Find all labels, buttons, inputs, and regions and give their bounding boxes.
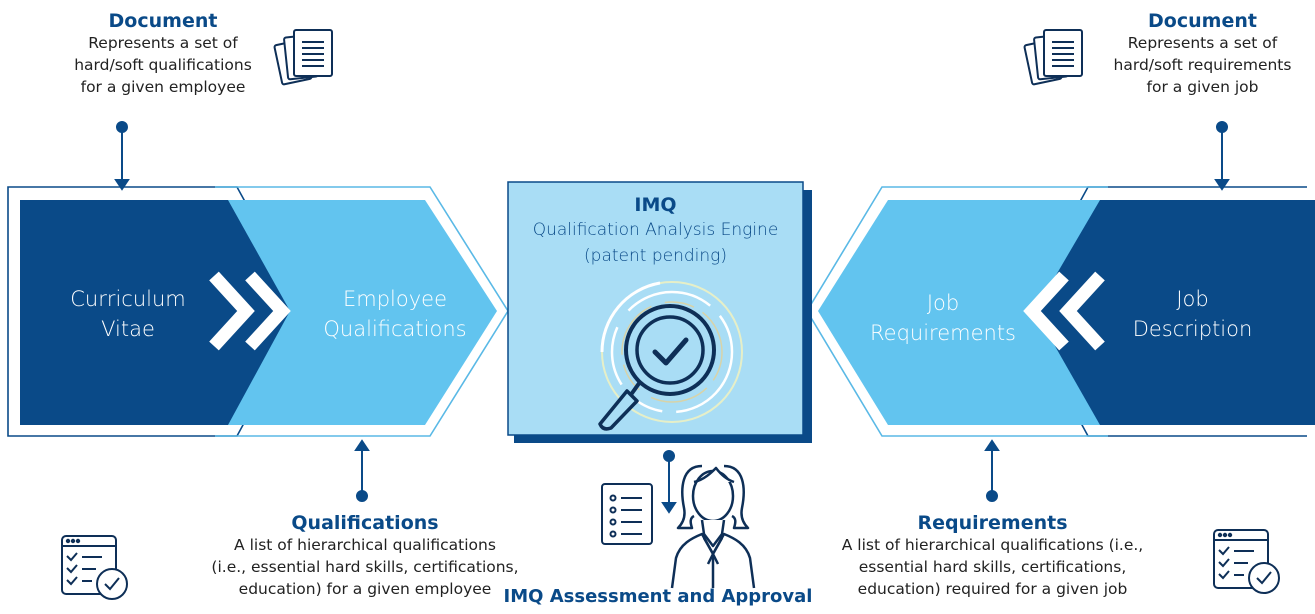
job-requirements-line-2: Requirements xyxy=(870,321,1016,345)
bottom-right-line-1: A list of hierarchical qualifications (i… xyxy=(841,536,1144,554)
list-document-icon xyxy=(601,483,653,545)
job-description-shape xyxy=(1035,200,1315,425)
job-requirements-shape xyxy=(818,200,1110,425)
curriculum-vitae-label: Curriculum Vitae xyxy=(38,284,218,344)
bottom-left-line-1: A list of hierarchical qualifications xyxy=(234,536,496,554)
checklist-icon xyxy=(61,535,128,600)
magnifier-check-icon xyxy=(598,281,743,431)
top-left-line-2: hard/soft qualifications xyxy=(74,56,252,74)
job-description-line-2: Description xyxy=(1132,317,1253,341)
job-description-line-1: Job xyxy=(1176,287,1209,311)
employee-qualifications-line-1: Employee xyxy=(342,287,447,311)
double-chevron-left-icon xyxy=(1023,271,1105,351)
curriculum-vitae-line-2: Vitae xyxy=(101,317,155,341)
connector-bottom-center xyxy=(661,450,677,514)
employee-qualifications-line-2: Qualifications xyxy=(323,317,467,341)
job-requirements-line-1: Job xyxy=(926,291,960,315)
bottom-center-title: IMQ Assessment and Approval xyxy=(503,586,813,607)
curriculum-vitae-line-1: Curriculum xyxy=(70,287,186,311)
bottom-right-title: Requirements xyxy=(917,512,1068,534)
bottom-right-line-2: essential hard skills, certifications, xyxy=(858,558,1127,576)
checklist-icon xyxy=(1213,529,1280,594)
center-title: IMQ xyxy=(634,194,677,216)
top-right-line-3: for a given job xyxy=(1146,78,1259,96)
documents-icon xyxy=(1023,29,1083,86)
bottom-left-line-2: (i.e., essential hard skills, certificat… xyxy=(211,558,519,576)
top-right-block: Document Represents a set of hard/soft r… xyxy=(1090,10,1315,98)
person-icon xyxy=(670,464,756,589)
top-right-line-2: hard/soft requirements xyxy=(1113,56,1292,74)
documents-icon xyxy=(273,29,333,86)
double-chevron-right-icon xyxy=(209,271,291,351)
center-block: IMQ Qualification Analysis Engine (paten… xyxy=(508,193,803,269)
top-left-line-1: Represents a set of xyxy=(88,34,238,52)
connector-bottom-right xyxy=(984,439,1000,502)
center-line-2: (patent pending) xyxy=(584,246,727,266)
bottom-left-block: Qualifications A list of hierarchical qu… xyxy=(140,512,590,600)
top-left-title: Document xyxy=(108,10,218,32)
connector-top-right xyxy=(1214,121,1230,191)
curriculum-vitae-shape xyxy=(20,200,290,425)
employee-qualifications-shape xyxy=(205,200,497,425)
top-left-block: Document Represents a set of hard/soft q… xyxy=(38,10,288,98)
bottom-right-block: Requirements A list of hierarchical qual… xyxy=(770,512,1215,600)
bottom-left-line-3: education) for a given employee xyxy=(238,580,492,598)
employee-qualifications-label: Employee Qualifications xyxy=(300,284,490,344)
job-description-label: Job Description xyxy=(1105,284,1280,344)
connector-top-left xyxy=(114,121,130,191)
bottom-left-title: Qualifications xyxy=(291,512,439,534)
connector-bottom-left xyxy=(354,439,370,502)
bottom-right-line-3: education) required for a given job xyxy=(857,580,1128,598)
job-requirements-label: Job Requirements xyxy=(848,288,1038,348)
center-line-1: Qualification Analysis Engine xyxy=(532,220,779,240)
top-right-title: Document xyxy=(1148,10,1257,32)
top-right-line-1: Represents a set of xyxy=(1127,34,1278,52)
top-left-line-3: for a given employee xyxy=(80,78,246,96)
